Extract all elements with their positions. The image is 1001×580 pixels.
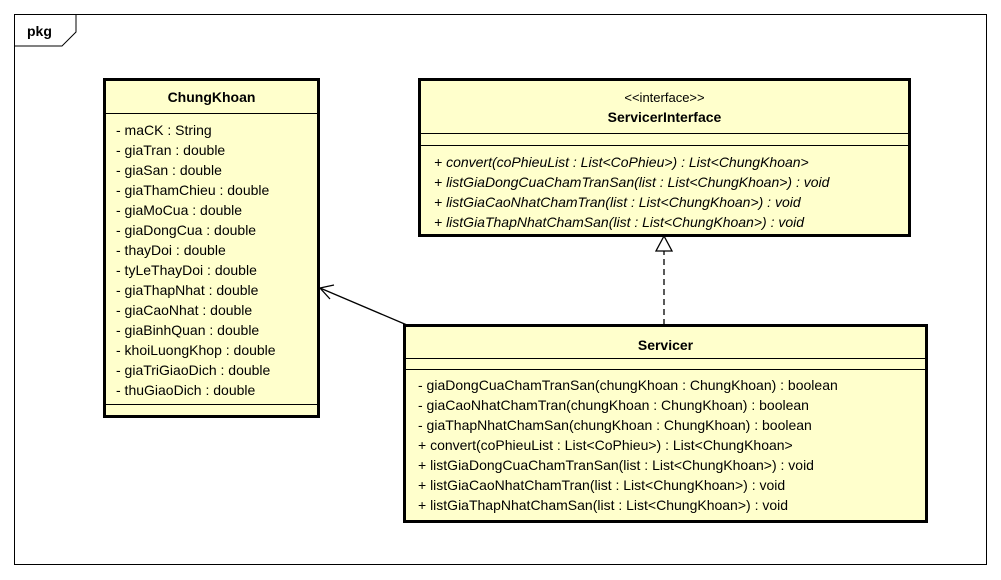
class-chungkhoan[interactable]: ChungKhoan - maCK : String - giaTran : d… [103,78,320,418]
operation: - giaCaoNhatChamTran(chungKhoan : ChungK… [418,397,809,413]
operation: + listGiaDongCuaChamTranSan(list : List<… [434,174,830,190]
interface-servicerinterface[interactable]: <<interface>> ServicerInterface + conver… [418,78,911,237]
operation: + listGiaThapNhatChamSan(list : List<Chu… [418,497,789,513]
class-name: Servicer [637,337,694,353]
attribute: - giaTriGiaoDich : double [116,362,271,378]
package-tab [14,14,78,48]
operation: + convert(coPhieuList : List<CoPhieu>) :… [418,437,793,453]
class-divider [421,133,908,134]
attribute: - thuGiaoDich : double [116,382,256,398]
attribute: - giaTran : double [116,142,226,158]
attribute: - giaCaoNhat : double [116,302,253,318]
association-arrowhead [318,284,335,300]
attribute: - giaThapNhat : double [116,282,259,298]
attribute: - giaMoCua : double [116,202,243,218]
attribute: - thayDoi : double [116,242,226,258]
class-divider [421,145,908,146]
class-servicer[interactable]: Servicer - giaDongCuaChamTranSan(chungKh… [403,324,928,523]
attribute: - giaDongCua : double [116,222,257,238]
interface-name: ServicerInterface [607,109,722,125]
package-frame [14,14,987,565]
attribute: - giaThamChieu : double [116,182,270,198]
operation: + listGiaCaoNhatChamTran(list : List<Chu… [434,194,801,210]
class-divider [106,404,317,405]
class-divider [406,369,925,370]
class-divider [406,358,925,359]
operation: + listGiaCaoNhatChamTran(list : List<Chu… [418,477,786,493]
attribute: - tyLeThayDoi : double [116,262,257,278]
operation-list: + convert(coPhieuList : List<CoPhieu>) :… [421,146,908,232]
operation-list: - giaDongCuaChamTranSan(chungKhoan : Chu… [406,370,925,515]
association-line [319,287,408,326]
operation: - giaDongCuaChamTranSan(chungKhoan : Chu… [418,377,838,393]
attribute: - maCK : String [116,122,212,138]
operation: - giaThapNhatChamSan(chungKhoan : ChungK… [418,417,812,433]
class-name: ChungKhoan [167,89,256,105]
attribute: - giaBinhQuan : double [116,322,260,338]
class-divider [106,113,317,114]
operation: + listGiaDongCuaChamTranSan(list : List<… [418,457,814,473]
attribute: - giaSan : double [116,162,222,178]
package-label: pkg [27,23,52,39]
attribute-list: - maCK : String - giaTran : double - gia… [106,114,317,400]
realization-arrowhead [654,234,674,252]
operation: + listGiaThapNhatChamSan(list : List<Chu… [434,214,805,230]
attribute: - khoiLuongKhop : double [116,342,276,358]
operation: + convert(coPhieuList : List<CoPhieu>) :… [434,154,809,170]
stereotype-label: <<interface>> [624,90,705,105]
